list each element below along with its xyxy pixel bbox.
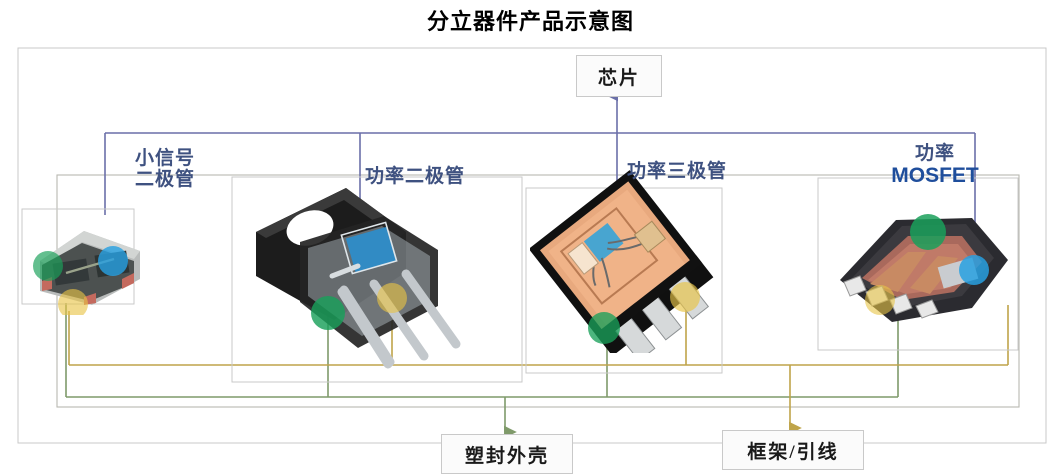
node-frame-lead-label: 框架/引线: [747, 441, 839, 463]
label-power-mosfet: 功率 MOSFET: [865, 143, 1005, 188]
node-chip-label: 芯片: [597, 67, 640, 89]
node-mold-case-label: 塑封外壳: [464, 445, 549, 467]
label-line-1: 功率三极管: [626, 161, 727, 182]
node-mold-case: 塑封外壳: [441, 434, 573, 474]
node-chip: 芯片: [576, 55, 662, 97]
label-line-en: MOSFET: [891, 164, 979, 188]
small-signal-diode-image: [33, 231, 140, 315]
label-line-1: 功率: [914, 143, 955, 164]
label-small-signal-diode: 小信号 二极管: [110, 148, 220, 191]
label-line-2: 二极管: [134, 169, 195, 191]
power-transistor-image: [530, 170, 714, 353]
power-mosfet-image: [840, 214, 1008, 322]
label-line-1: 功率二极管: [364, 166, 465, 187]
label-power-transistor: 功率三极管: [592, 161, 762, 182]
node-frame-lead: 框架/引线: [722, 430, 864, 470]
label-power-diode: 功率二极管: [330, 166, 500, 187]
page-title: 分立器件产品示意图: [426, 9, 634, 34]
power-diode-image: [256, 188, 461, 369]
label-line-1: 小信号: [134, 148, 195, 169]
